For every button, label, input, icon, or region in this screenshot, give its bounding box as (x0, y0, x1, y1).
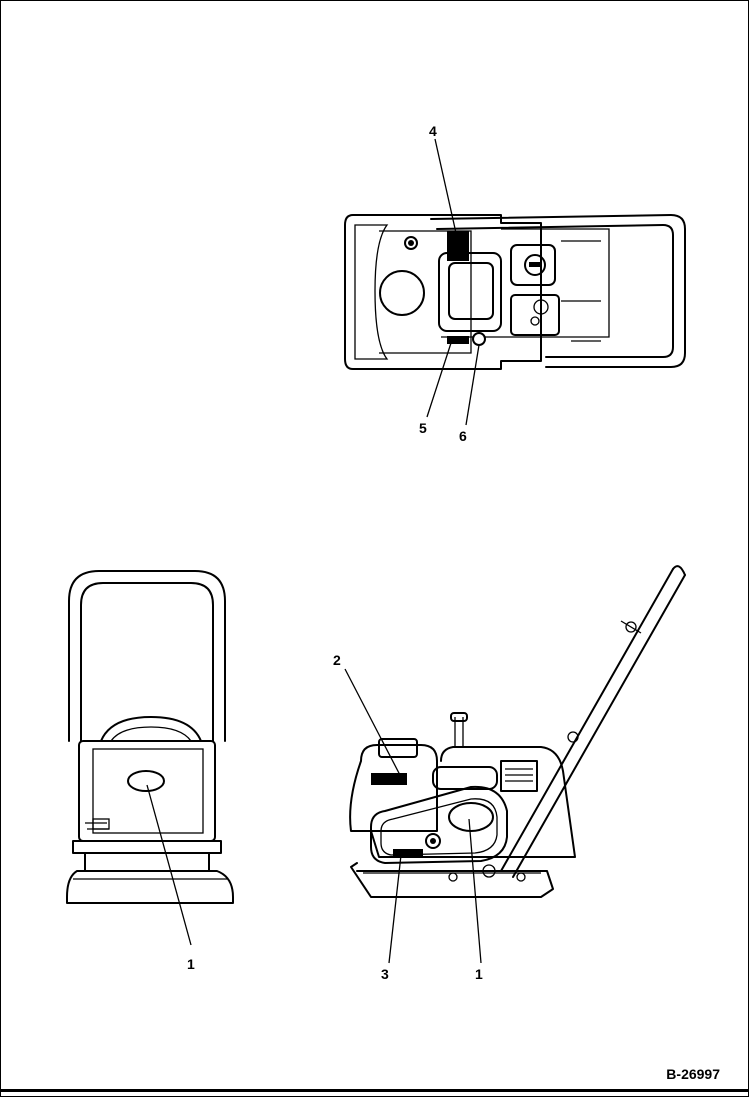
leader-line (388, 854, 402, 964)
document-reference: B-26997 (666, 1066, 720, 1082)
callout-label: 1 (475, 966, 483, 982)
leader-line (344, 668, 402, 778)
callout-label: 5 (419, 420, 427, 436)
side-view-machine (349, 565, 686, 898)
leader-line (146, 784, 192, 946)
top-view-machine (344, 214, 686, 370)
leader-line (465, 344, 480, 426)
leader-line (434, 138, 457, 234)
callout-label: 3 (381, 966, 389, 982)
bottom-rule (1, 1089, 748, 1092)
callout-label: 6 (459, 428, 467, 444)
front-view-machine (66, 570, 234, 904)
leader-line (468, 818, 482, 964)
callout-label: 4 (429, 123, 437, 139)
callout-label: 1 (187, 956, 195, 972)
leader-line (426, 342, 452, 418)
callout-label: 2 (333, 652, 341, 668)
